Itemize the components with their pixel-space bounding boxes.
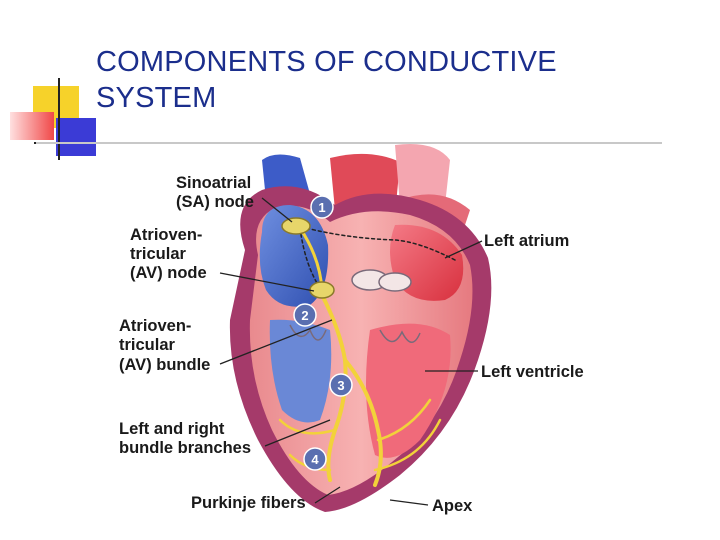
title-divider xyxy=(36,142,662,144)
deco-red-block xyxy=(10,112,54,140)
label-branches-line2: bundle branches xyxy=(119,439,251,457)
heart-valves xyxy=(289,269,421,343)
leader-lines xyxy=(219,197,483,506)
marker-2-text: 2 xyxy=(301,308,308,323)
title-line-1: COMPONENTS OF CONDUCTIVE xyxy=(96,46,557,78)
marker-1: 1 xyxy=(310,195,334,219)
left-ventricle-chamber xyxy=(366,323,451,458)
label-av-node-line3: (AV) node xyxy=(130,264,207,282)
marker-3-text: 3 xyxy=(337,378,344,393)
label-purkinje-fibers: Purkinje fibers xyxy=(191,494,306,512)
label-av-bundle-line2: tricular xyxy=(119,336,176,354)
label-sa-node-line1: Sinoatrial xyxy=(176,174,251,192)
marker-4: 4 xyxy=(303,447,327,471)
label-apex: Apex xyxy=(432,497,473,515)
deco-vertical-line xyxy=(58,78,60,160)
label-av-node-line2: tricular xyxy=(130,245,187,263)
label-av-bundle-line3: (AV) bundle xyxy=(119,356,210,374)
marker-2: 2 xyxy=(293,303,317,327)
marker-3: 3 xyxy=(329,373,353,397)
right-ventricle xyxy=(269,319,332,423)
marker-4-text: 4 xyxy=(311,452,319,467)
slide-title: COMPONENTS OF CONDUCTIVE SYSTEM xyxy=(96,44,696,116)
marker-1-text: 1 xyxy=(318,200,325,215)
label-sa-node-line2: (SA) node xyxy=(176,193,254,211)
sa-node xyxy=(281,217,311,235)
av-node xyxy=(309,281,335,299)
label-left-ventricle: Left ventricle xyxy=(481,363,584,381)
title-line-2: SYSTEM xyxy=(96,82,217,114)
label-av-bundle-line1: Atrioven- xyxy=(119,317,191,335)
right-atrium xyxy=(259,205,329,307)
label-left-atrium: Left atrium xyxy=(484,232,569,250)
label-branches-line1: Left and right xyxy=(119,420,225,438)
label-av-node-line1: Atrioven- xyxy=(130,226,202,244)
deco-blue-block xyxy=(56,118,96,156)
